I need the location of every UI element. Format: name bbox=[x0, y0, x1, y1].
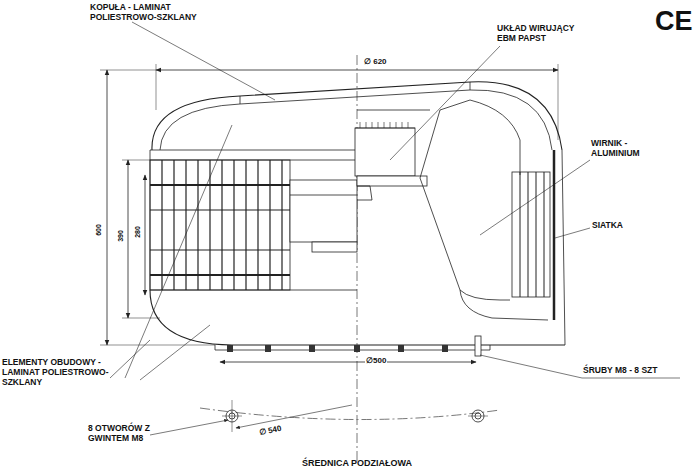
part-label: UKŁAD WIRUJĄCY EBM PAPST bbox=[497, 24, 592, 44]
dimension-label: ∅ 620 bbox=[363, 57, 388, 66]
part-label: 8 OTWORÓW Z GWINTEM M8 bbox=[88, 424, 166, 444]
part-label: SIATKA bbox=[592, 221, 623, 231]
dimension-label: ∅ 540 bbox=[257, 424, 283, 438]
dimension-label: ∅500 bbox=[365, 356, 387, 365]
part-label: ŚRUBY M8 - 8 SZT bbox=[583, 366, 657, 376]
part-label: WIRNIK - ALUMINIUM bbox=[591, 139, 657, 159]
part-label: KOPUŁA - LAMINAT POLIESTROWO-SZKLANY bbox=[90, 3, 215, 23]
dimension-label: 390 bbox=[117, 229, 125, 243]
caption-label: ŚREDNICA PODZIAŁOWA bbox=[270, 458, 444, 468]
part-label: ELEMENTY OBUDOWY - LAMINAT POLIESTROWO-S… bbox=[2, 358, 114, 387]
ce-mark: CE bbox=[655, 6, 693, 37]
dimension-label: 280 bbox=[134, 225, 142, 239]
dimension-label: 600 bbox=[95, 223, 103, 237]
